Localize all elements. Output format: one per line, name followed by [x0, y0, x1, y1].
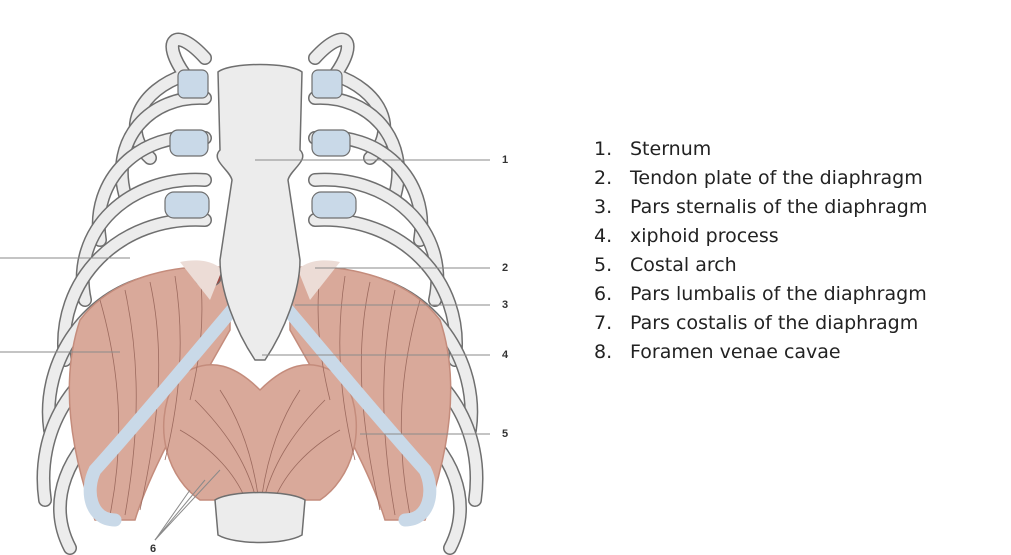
- legend-list: 1.Sternum 2.Tendon plate of the diaphrag…: [594, 138, 927, 370]
- legend-label: Pars costalis of the diaphragm: [630, 312, 918, 341]
- callout-2: 2: [502, 262, 508, 274]
- legend-number: 5.: [594, 254, 630, 283]
- vertebra: [215, 493, 305, 543]
- legend-number: 2.: [594, 167, 630, 196]
- legend-item: 3.Pars sternalis of the diaphragm: [594, 196, 927, 225]
- legend-label: Pars lumbalis of the diaphragm: [630, 283, 927, 312]
- legend-label: Tendon plate of the diaphragm: [630, 167, 923, 196]
- callout-3: 3: [502, 299, 508, 311]
- callout-1: 1: [502, 154, 508, 166]
- legend-number: 4.: [594, 225, 630, 254]
- callout-6: 6: [150, 543, 156, 555]
- legend-item: 1.Sternum: [594, 138, 927, 167]
- legend-item: 6.Pars lumbalis of the diaphragm: [594, 283, 927, 312]
- legend-label: Costal arch: [630, 254, 737, 283]
- legend-number: 6.: [594, 283, 630, 312]
- legend-item: 5.Costal arch: [594, 254, 927, 283]
- legend-item: 7.Pars costalis of the diaphragm: [594, 312, 927, 341]
- legend-label: Sternum: [630, 138, 711, 167]
- legend-number: 1.: [594, 138, 630, 167]
- legend-label: Pars sternalis of the diaphragm: [630, 196, 927, 225]
- callout-4: 4: [502, 349, 509, 361]
- legend-label: Foramen venae cavae: [630, 341, 841, 370]
- legend-label: xiphoid process: [630, 225, 779, 254]
- legend-number: 8.: [594, 341, 630, 370]
- legend-number: 7.: [594, 312, 630, 341]
- legend-item: 2.Tendon plate of the diaphragm: [594, 167, 927, 196]
- legend-number: 3.: [594, 196, 630, 225]
- legend-item: 8.Foramen venae cavae: [594, 341, 927, 370]
- pars-lumbalis: [164, 365, 357, 500]
- callout-5: 5: [502, 428, 508, 440]
- diaphragm-illustration: 1 2 3 4 5 6: [0, 0, 540, 555]
- legend-item: 4.xiphoid process: [594, 225, 927, 254]
